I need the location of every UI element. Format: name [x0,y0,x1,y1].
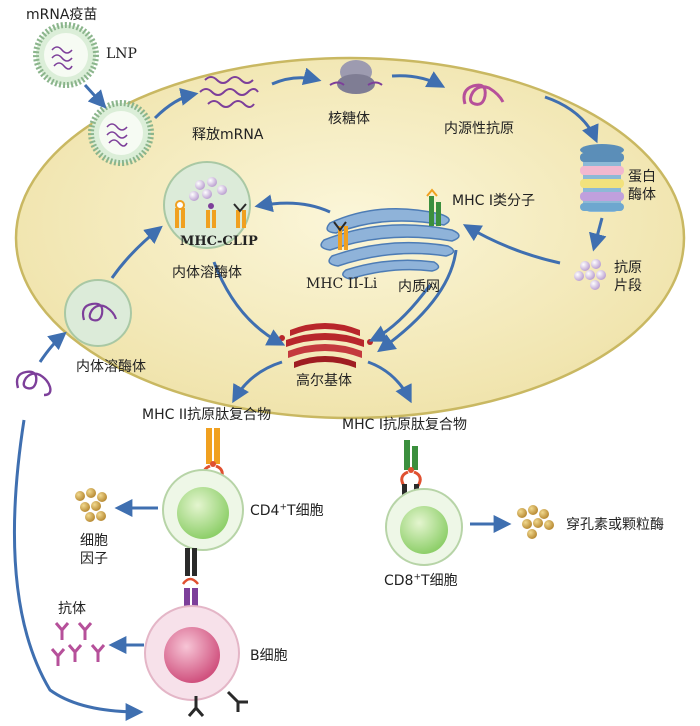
arrow-er-to-golgi-2 [377,249,458,353]
external-mrna [15,370,52,397]
cd4-prefix: CD4 [250,503,280,519]
arrow-lnp-entry [83,83,107,109]
endolysosome-left [64,279,132,347]
cd8-prefix: CD8 [384,573,414,589]
arrow-endolysosome-to-golgi [212,261,286,346]
arrow-antigen-to-proteasome [544,95,599,144]
arrow-mrna-to-bcell [12,419,144,721]
proteasome [580,144,624,212]
endogenous-antigen-icon [462,83,505,106]
label-cytokine-1: 细胞 [80,533,108,549]
released-mrna-strands [199,76,259,108]
mhc1-complex [404,440,418,473]
cd8-suffix: T细胞 [421,573,458,589]
arrow-mrna-to-ribosome [271,67,322,86]
label-proteasome-1: 蛋白 [628,169,656,185]
perforin-beads [517,505,554,539]
antigen-fragments [574,259,606,290]
label-antigen-fragment-1: 抗原 [614,260,642,276]
label-golgi: 高尔基体 [296,373,352,389]
label-mhc1-complex: MHC I抗原肽复合物 [342,417,467,433]
arrow-ribosome-to-antigen [391,71,446,88]
cd8-t-cell [385,488,463,566]
cd4-t-cell [162,469,244,551]
arrow-er-to-endolysosome [254,194,331,214]
cd4-suffix: T细胞 [287,503,324,519]
arrow-golgi-to-mhc2 [232,360,283,404]
label-mhc1-molecule: MHC I类分子 [452,193,535,209]
arrow-left-to-top-endolysosome [110,225,163,279]
label-ribosome: 核糖体 [328,111,370,127]
b-cell [144,605,248,717]
label-er: 内质网 [398,279,440,295]
label-lnp: LNP [106,46,137,62]
cytokine-beads [75,488,107,522]
label-proteasome-2: 酶体 [628,187,656,203]
ribosome [329,60,383,94]
lnp-internalized [88,100,154,166]
label-antibody: 抗体 [58,601,86,617]
arrow-fragments-to-mhc1 [462,224,561,265]
label-mhc-clip: MHC-CLIP [180,234,258,249]
label-perforin: 穿孔素或颗粒酶 [566,517,664,533]
arrow-to-mrna [153,88,199,120]
antibody-icons [50,622,106,666]
label-endolysosome-left: 内体溶酶体 [76,359,146,375]
endoplasmic-reticulum [320,207,460,280]
mhc1-molecule [426,188,441,226]
label-endolysosome-top: 内体溶酶体 [172,265,242,281]
mhc2-li-molecules [333,221,348,250]
label-endogenous-antigen: 内源性抗原 [444,121,514,137]
golgi-apparatus [279,323,373,368]
mhc2-complex [206,428,220,467]
label-cd4-t-cell: CD4+T细胞 [250,500,324,520]
arrow-proteasome-to-fragments [589,217,607,252]
label-cd8-t-cell: CD8+T细胞 [384,570,458,590]
arrow-golgi-to-mhc1 [367,360,412,404]
label-mhc2-li: MHC II-Li [306,276,378,292]
label-release-mrna: 释放mRNA [192,127,264,143]
cd4-bcell-link [181,548,199,616]
lnp-particle [33,22,99,88]
label-b-cell: B细胞 [250,648,288,664]
label-cytokine-2: 因子 [80,551,108,567]
cd4-sup: + [279,502,288,513]
arrow-mrna-to-endolysosome [38,331,67,363]
label-mrna-vaccine: mRNA疫苗 [26,7,98,23]
endolysosome-top [163,161,251,249]
label-antigen-fragment-2: 片段 [614,278,642,294]
label-mhc2-complex: MHC II抗原肽复合物 [142,407,272,423]
cd8-sup: + [413,572,422,583]
